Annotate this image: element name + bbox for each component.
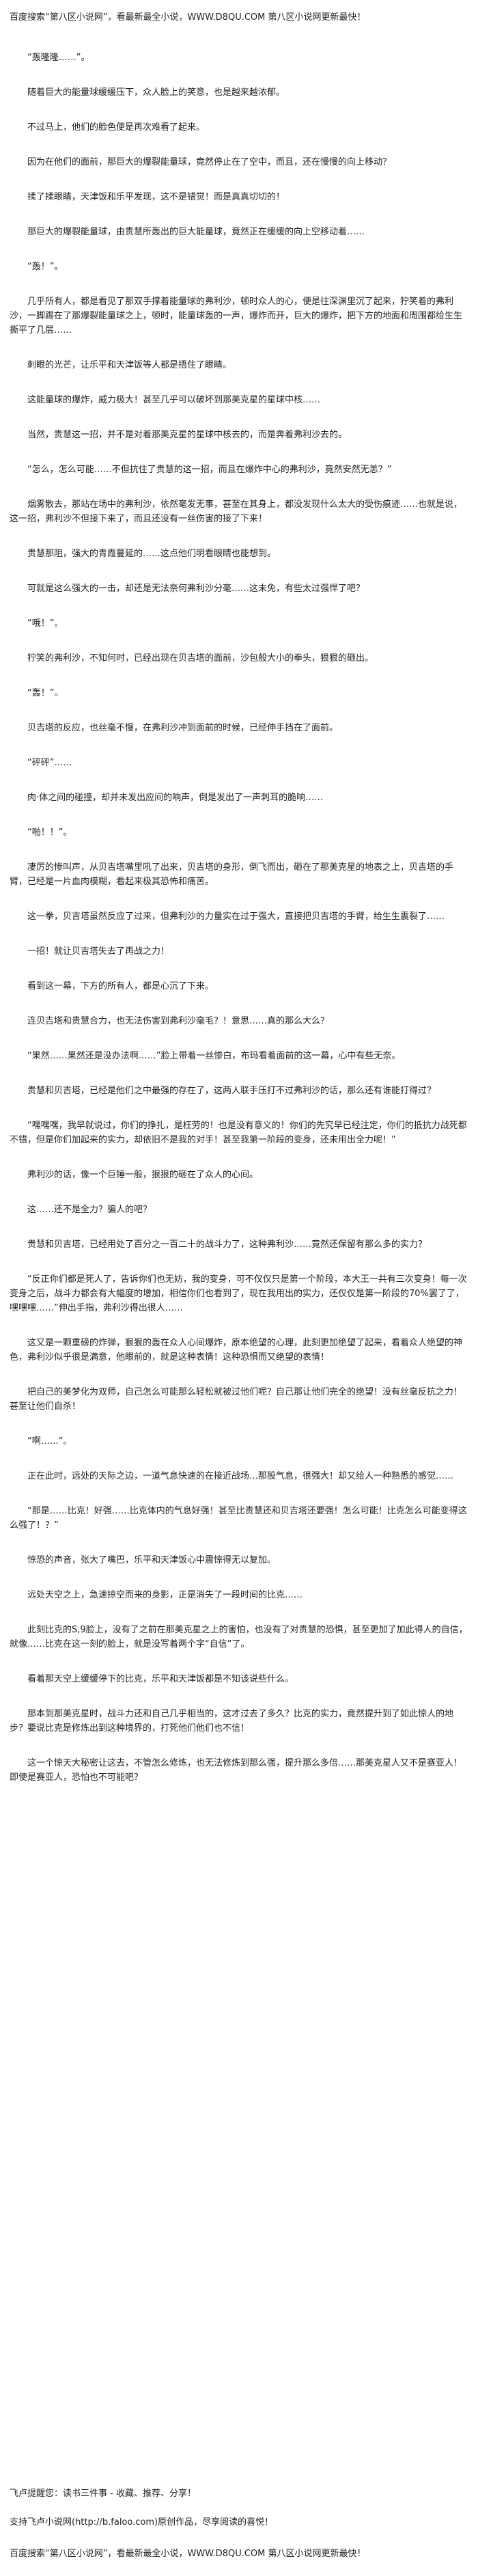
story-paragraph: 刺眼的光芒，让乐平和天津饭等人都是捂住了眼睛。 [27,360,232,370]
header-banner-link[interactable]: WWW.D8QU.COM [187,12,266,23]
story-paragraph: 烟雾散去，那站在场中的弗利沙，依然毫发无事，甚至在其身上，都没发现什么太大的受伤… [10,499,463,524]
story-paragraph: “啪！！”。 [27,827,72,838]
story-paragraph: 贝吉塔的反应，也丝毫不慢，在弗利沙冲到面前的时候，已经伸手挡在了面前。 [27,723,339,733]
reading-tip: 飞卢提醒您：读书三件事 - 收藏、推荐、分享！ [10,2489,196,2499]
story-paragraph: 可就是这么强大的一击，却还是无法奈何弗利沙分毫……这未免，有些太过强悍了吧？ [27,584,365,594]
story-paragraph: “怎么，怎么可能……不但抗住了贵慧的这一招，而且在爆炸中心的弗利沙，竟然安然无恙… [27,465,392,475]
chapter-footer: 飞卢提醒您：读书三件事 - 收藏、推荐、分享！ 支持飞卢小说网(http://b… [10,2487,468,2545]
story-paragraph: “轰！”。 [27,688,64,698]
story-paragraph: 贵慧和贝吉塔，已经用处了百分之一百二十的战斗力了，这种弗利沙……竟然还保留有那么… [27,1239,427,1250]
story-paragraph: 看着那天空上缓缓停下的比克，乐平和天津饭都是不知该说些什么。 [27,1674,294,1684]
story-paragraph: 贵慧那阻，强大的青霞蔓延的……这点他们明看眼睛也能想到。 [27,549,277,559]
story-paragraph: 狞笑的弗利沙，不知何时，已经出现在贝吉塔的面前，沙包般大小的拳头，狠狠的砸出。 [27,653,374,663]
support-notice: 支持飞卢小说网(http://b.faloo.com)原创作品，尽享阅读的喜悦！ [10,2517,274,2527]
story-paragraph: 正在此时，远处的天际之边，一道气息快速的在接近战场…那股气息，很强大！却又给人一… [27,1471,454,1481]
story-paragraph: 当然，贵慧这一招，并不是对着那美克星的星球中核去的，而是奔着弗利沙去的。 [27,430,348,440]
story-paragraph: 几乎所有人，都是看见了那双手撑着能量球的弗利沙，顿时众人的心，便是往深渊里沉了起… [10,297,463,335]
header-banner-suffix: 第八区小说网更新最快！ [265,12,366,23]
story-paragraph: 凄厉的惨叫声，从贝吉塔嘴里吼了出来，贝吉塔的身形，倒飞而出，砸在了那美克星的地表… [10,862,454,887]
story-paragraph: 这一拳，贝吉塔虽然反应了过来，但弗利沙的力量实在过于强大，直接把贝吉塔的手臂，给… [27,912,445,922]
story-paragraph: 把自己的美梦化为双师，自己怎么可能那么轻松就被过他们呢？自己那让他们完全的绝望！… [10,1387,463,1412]
story-paragraph: 揉了揉眼睛，天津饭和乐平发现，这不是错觉！而是真真切切的！ [27,192,285,202]
story-paragraph: “轰！”。 [27,262,64,272]
story-paragraph: 随着巨大的能量球缓缓压下，众人脸上的笑意，也是越来越浓郁。 [27,87,285,98]
story-paragraph: 远处天空之上，急速掠空而来的身影，正是消失了一段时间的比克…… [27,1590,303,1600]
story-paragraph: 此刻比克的S,9脸上，没有了之前在那美克星之上的害怕，也没有了对贵慧的恐惧，甚至… [10,1625,468,1649]
story-paragraph: 肉·体之间的碰撞，却并未发出应间的响声，倒是发出了一声刺耳的脆响…… [27,793,324,803]
story-paragraph: 这能量球的爆炸，威力极大！甚至几乎可以破坏到那美克星的星球中核…… [27,395,321,405]
story-paragraph: 一招！就让贝吉塔失去了再战之力！ [27,946,170,957]
story-paragraph: 因为在他们的面前，那巨大的爆裂能量球，竟然停止在了空中，而且，还在慢慢的向上移动… [27,157,392,167]
story-paragraph: “那是……比克！好强……比克体内的气息好强！甚至比贵慧还和贝吉塔还要强！怎么可能… [10,1506,467,1531]
story-paragraph: 不过马上，他们的脸色便是再次难看了起来。 [27,122,206,133]
story-paragraph: 看到这一幕，下方的所有人，都是心沉了下来。 [27,981,214,991]
story-paragraph: “啊……”。 [27,1436,72,1447]
story-paragraph: “反正你们都是死人了，告诉你们也无妨，我的变身，可不仅仅只是第一个阶段，本大王一… [10,1274,467,1313]
header-banner: 百度搜索“第八区小说网”，看最新最全小说，WWW.D8QU.COM 第八区小说网… [10,0,468,25]
bottom-banner: 百度搜索“第八区小说网”，看最新最全小说，WWW.D8QU.COM 第八区小说网… [10,2547,468,2561]
story-paragraph: 连贝吉塔和贵慧合力，也无法伤害到弗利沙毫毛？！意思……真的那么大么？ [27,1016,330,1026]
story-paragraph: “嘿嘿嘿，我早就说过，你们的挣扎，是枉劳的！也是没有意义的！你们的先究早已经注定… [10,1121,467,1145]
story-paragraph: 这一个惊天大秘密让这去，不管怎么修炼，也无法修炼到那么强，提升那么多倍……那美克… [10,1758,463,1783]
story-paragraph: 那本到那美克星时，战斗力还和自己几乎相当的，这才过去了多久？比克的实力，竟然提升… [10,1709,454,1734]
story-paragraph: “哦！”。 [27,618,64,629]
chapter-body: “轰隆隆……”。随着巨大的能量球缓缓压下，众人脸上的笑意，也是越来越浓郁。不过马… [10,51,468,1785]
bottom-banner-prefix: 百度搜索“第八区小说网”，看最新最全小说， [10,2549,188,2559]
bottom-banner-suffix: 第八区小说网更新最快！ [265,2549,366,2559]
story-paragraph: 这又是一颗重磅的炸弹，狠狠的轰在众人心间爆炸，原本绝望的心理，此刻更加绝望了起来… [10,1338,463,1362]
story-paragraph: 贵慧和贝吉塔，已经是他们之中最强的存在了，这两人联手压打不过弗利沙的话，那么还有… [27,1086,436,1096]
story-paragraph: 惊恐的声音，张大了嘴巴，乐平和天津饭心中震惊得无以复加。 [27,1555,277,1565]
story-paragraph: “轰隆隆……”。 [27,53,90,63]
story-paragraph: 弗利沙的话，像一个巨锤一般，狠狠的砸在了众人的心间。 [27,1170,259,1180]
story-paragraph: 这……还不是全力？骗人的吧？ [27,1205,152,1215]
story-paragraph: “果然……果然还是没办法啊……”脸上带着一丝惨白，布玛看着面前的这一幕，心中有些… [27,1051,401,1061]
bottom-banner-link[interactable]: WWW.D8QU.COM [187,2549,266,2559]
story-paragraph: 那巨大的爆裂能量球，由贵慧所轰出的巨大能量球，竟然正在缓缓的向上空移动着…… [27,227,365,237]
story-paragraph: “砰砰”…… [27,758,72,768]
header-banner-prefix: 百度搜索“第八区小说网”，看最新最全小说， [10,12,188,23]
